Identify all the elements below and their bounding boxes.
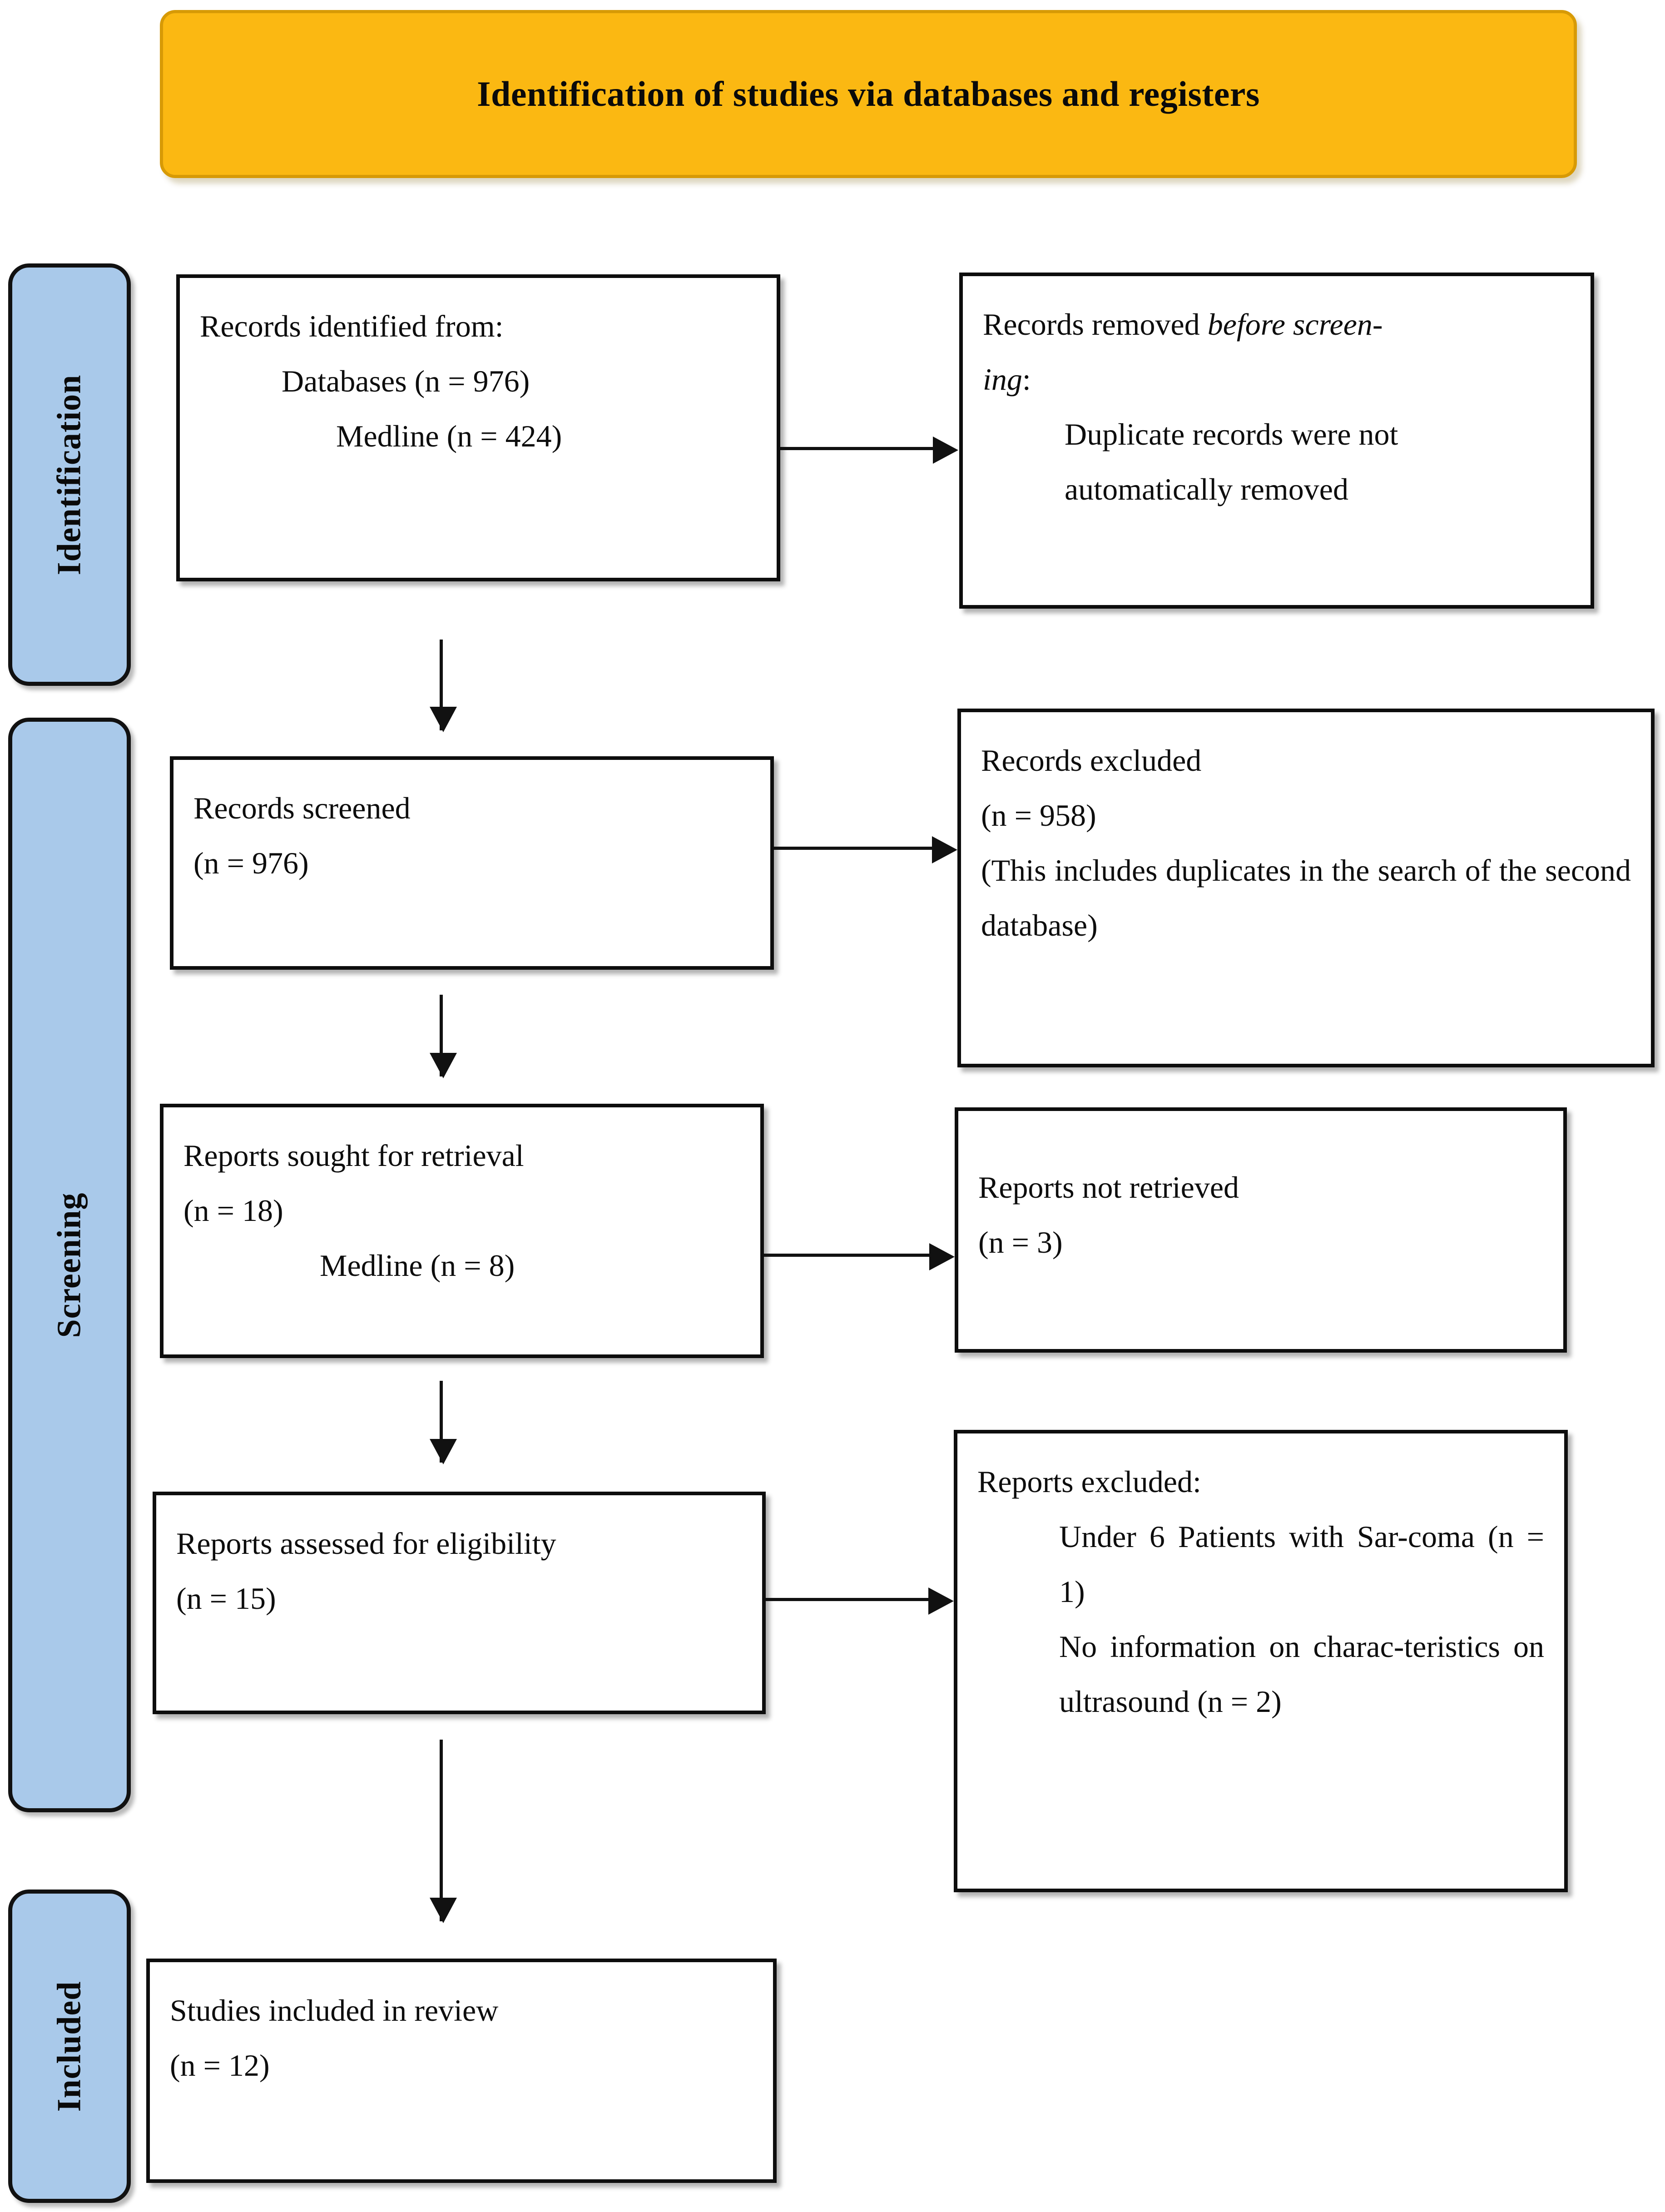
reports-sought-line2: (n = 18)	[183, 1193, 283, 1228]
records-removed-line2-colon: :	[1022, 362, 1031, 397]
arrow-identified-to-screened	[430, 640, 457, 732]
arrow-assessed-to-excluded	[766, 1587, 954, 1615]
box-records-excluded: Records excluded (n = 958) (This include…	[957, 709, 1655, 1067]
box-reports-assessed: Reports assessed for eligibility (n = 15…	[153, 1492, 766, 1714]
arrow-screened-to-sought	[430, 995, 457, 1078]
records-removed-line4: automatically removed	[1065, 472, 1348, 507]
records-removed-line1-pre: Records removed	[983, 307, 1208, 342]
diagram-banner: Identification of studies via databases …	[160, 10, 1577, 178]
box-reports-excluded: Reports excluded: Under 6 Patients with …	[954, 1430, 1568, 1892]
reports-sought-line3: Medline (n = 8)	[320, 1248, 515, 1283]
records-screened-line1: Records screened	[193, 791, 411, 825]
records-removed-line1-emphasis: before screen-	[1207, 307, 1383, 342]
arrow-screened-to-excluded	[774, 836, 957, 863]
stage-sidebar-included: Included	[8, 1890, 131, 2203]
reports-excluded-item-1: Under 6 Patients with Sar-coma (n = 1)	[1059, 1519, 1544, 1609]
box-records-screened: Records screened (n = 976)	[170, 756, 774, 970]
records-excluded-line3: (This includes duplicates in the search …	[981, 853, 1631, 943]
stage-label-included: Included	[50, 1981, 88, 2112]
reports-excluded-line1: Reports excluded:	[977, 1464, 1201, 1499]
records-removed-line1: Records removed before screen-	[983, 297, 1571, 352]
records-excluded-line2: (n = 958)	[981, 798, 1096, 833]
box-reports-not-retrieved: Reports not retrieved (n = 3)	[955, 1107, 1567, 1353]
box-studies-included: Studies included in review (n = 12)	[146, 1959, 777, 2183]
reports-excluded-item-2: No information on charac-teristics on ul…	[1059, 1629, 1544, 1719]
records-identified-line1: Records identified from:	[200, 309, 504, 343]
box-reports-sought: Reports sought for retrieval (n = 18) Me…	[160, 1104, 764, 1358]
stage-sidebar-identification: Identification	[8, 263, 131, 686]
reports-not-retrieved-line1: Reports not retrieved	[978, 1170, 1239, 1205]
box-records-identified: Records identified from: Databases (n = …	[176, 274, 780, 581]
reports-assessed-line1: Reports assessed for eligibility	[176, 1526, 556, 1561]
stage-label-identification: Identification	[50, 374, 88, 575]
stage-label-screening: Screening	[50, 1192, 88, 1338]
reports-sought-line1: Reports sought for retrieval	[183, 1138, 524, 1173]
arrow-identified-to-removed	[780, 436, 958, 464]
banner-title: Identification of studies via databases …	[477, 74, 1260, 114]
box-records-removed: Records removed before screen- ing: Dupl…	[959, 273, 1594, 609]
records-removed-line2-emphasis: ing	[983, 362, 1022, 397]
reports-assessed-line2: (n = 15)	[176, 1581, 276, 1616]
studies-included-line1: Studies included in review	[170, 1993, 499, 2028]
arrow-sought-to-assessed	[430, 1381, 457, 1464]
records-excluded-line1: Records excluded	[981, 743, 1202, 778]
arrow-assessed-to-included	[430, 1740, 457, 1923]
records-removed-line3: Duplicate records were not	[1065, 417, 1398, 452]
records-identified-line2: Databases (n = 976)	[282, 364, 530, 399]
studies-included-line2: (n = 12)	[170, 2048, 270, 2083]
records-screened-line2: (n = 976)	[193, 846, 309, 881]
reports-not-retrieved-line2: (n = 3)	[978, 1225, 1063, 1260]
stage-sidebar-screening: Screening	[8, 718, 131, 1812]
arrow-sought-to-not-retrieved	[764, 1243, 955, 1270]
records-identified-line3: Medline (n = 424)	[336, 419, 562, 454]
records-removed-line2: ing:	[983, 352, 1571, 407]
